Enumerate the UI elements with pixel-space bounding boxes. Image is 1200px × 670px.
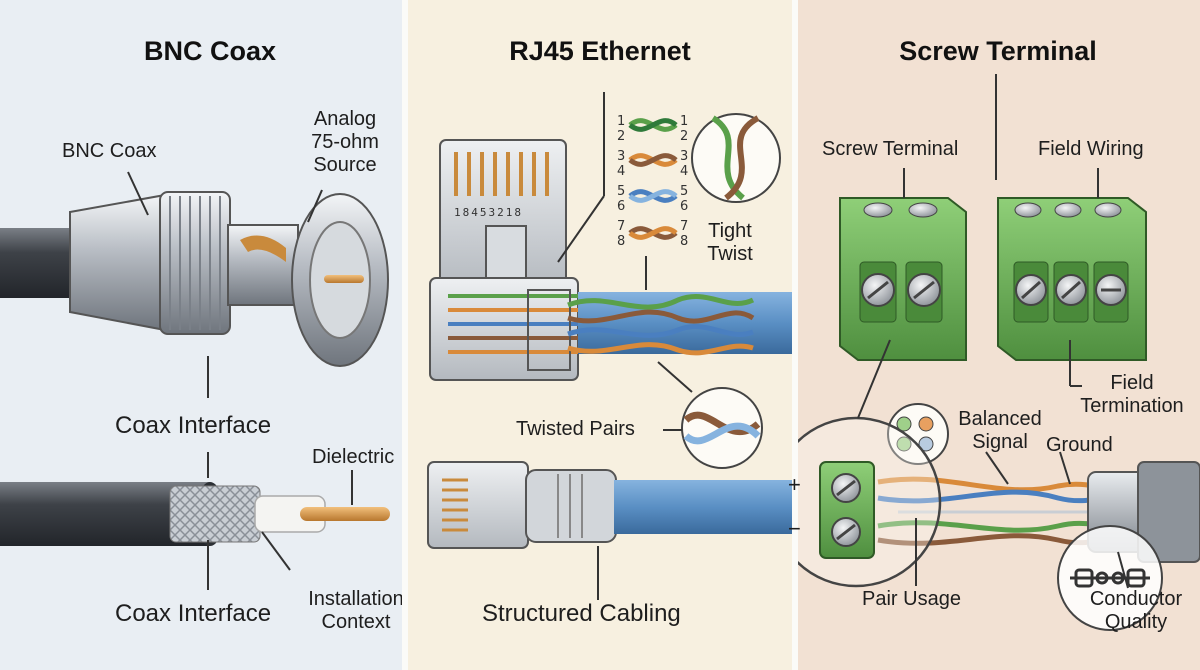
bnc-panel: BNC Coax BNC Coax Analog 75-ohm Source C… [0, 0, 404, 670]
pair-usage-label: Pair Usage [862, 588, 961, 610]
knurl-lines [169, 196, 221, 330]
polarity-orange-dot [918, 416, 934, 432]
pair-twist-legend [628, 118, 678, 240]
boot-ribs [557, 474, 583, 538]
analog-source-line-3: Source [313, 154, 377, 176]
pair-pins-left: 1 2 3 4 5 6 7 8 [617, 114, 625, 249]
installation-context-label: Installation Context [308, 588, 404, 634]
twisted-wire-bundle [567, 294, 755, 356]
minus-sign: − [788, 516, 801, 541]
center-conductor [300, 507, 390, 521]
pin-left-7: 7 [617, 219, 626, 234]
rj45-contacts [454, 152, 549, 196]
conductor-quality-label: Conductor Quality [1090, 588, 1182, 634]
twisted-pairs-detail [683, 411, 761, 445]
pin-left-5: 5 [617, 184, 626, 199]
pin-left-8: 8 [617, 234, 626, 249]
conductor-quality-line-1: Conductor [1089, 588, 1183, 610]
strain-relief-boot [69, 193, 166, 332]
pin-right-6: 6 [680, 199, 689, 214]
rj45-leader-lines [557, 92, 693, 600]
field-termination-line-2: Termination [1080, 395, 1184, 417]
polarity-minus-dot [896, 436, 912, 452]
polarity-plus-dot [896, 416, 912, 432]
coax-interface-bottom-label: Coax Interface [115, 600, 272, 627]
rj45-strain-clip [527, 289, 571, 371]
screw-terminal-label: Screw Terminal [822, 138, 959, 160]
pin-right-3: 3 [680, 149, 689, 164]
cable-housing [1137, 461, 1200, 563]
balanced-signal-line-2: Signal [972, 431, 1028, 453]
pin-right-2: 2 [680, 129, 689, 144]
pin-left-2: 2 [617, 129, 626, 144]
twisted-pairs-label: Twisted Pairs [516, 418, 635, 440]
conductor-quality-line-2: Quality [1104, 611, 1168, 633]
pin-left-3: 3 [617, 149, 626, 164]
ground-label: Ground [1046, 434, 1113, 456]
pair-pins-right: 1 2 3 4 5 6 7 8 [680, 114, 688, 249]
pin-left-6: 6 [617, 199, 626, 214]
installation-context-line-1: Installation [308, 588, 404, 610]
pin-right-7: 7 [680, 219, 689, 234]
dielectric-label: Dielectric [312, 446, 395, 468]
tight-twist-magnifier [691, 113, 781, 203]
plug-pin-numbers: 18453218 [454, 206, 523, 219]
analog-source-line-2: 75-ohm [311, 131, 379, 153]
lower-cable [614, 480, 792, 534]
rj45-plug-side [429, 277, 579, 381]
conductor-quality-icon [1070, 568, 1150, 588]
field-termination-label: Field Termination [1080, 372, 1183, 418]
bayonet-slot [240, 235, 286, 262]
screw-title: Screw Terminal [899, 36, 1097, 66]
braided-shield [169, 485, 261, 543]
field-wiring-label: Field Wiring [1038, 138, 1144, 160]
bnc-coax-label: BNC Coax [62, 140, 157, 162]
bnc-title: BNC Coax [143, 36, 277, 66]
bnc-leader-lines [127, 171, 353, 590]
rj45-internal-wires [448, 294, 578, 354]
two-pole-terminal-block [839, 197, 967, 361]
screw-terminal-panel: Screw Terminal Screw Terminal Field Wiri… [788, 0, 1200, 670]
three-pole-terminal-block [997, 197, 1147, 361]
screw-leader-lines [857, 74, 1129, 589]
rj45-panel: RJ45 Ethernet 18453218 1 2 3 4 5 6 7 8 1… [408, 0, 792, 670]
divider-1 [402, 0, 408, 670]
tight-twist-label: Tight Twist [707, 220, 753, 266]
divider-2 [792, 0, 798, 670]
field-termination-line-1: Field [1110, 372, 1154, 394]
balanced-signal-label: Balanced Signal [958, 408, 1041, 454]
pin-left-4: 4 [617, 164, 626, 179]
analog-source-line-1: Analog [313, 108, 377, 130]
installation-context-line-2: Context [321, 611, 391, 633]
pin-right-5: 5 [680, 184, 689, 199]
pin-left-1: 1 [617, 114, 626, 129]
balanced-signal-line-1: Balanced [958, 408, 1042, 430]
lower-plug-contacts [442, 478, 468, 532]
pin-right-1: 1 [680, 114, 689, 129]
bnc-illustration [0, 171, 390, 590]
polarity-blue-dot [918, 436, 934, 452]
rj45-illustration [427, 92, 792, 600]
tight-twist-detail [711, 115, 760, 201]
screw-terminal-illustration [798, 74, 1200, 631]
coax-interface-top-label: Coax Interface [115, 412, 272, 439]
pin-right-8: 8 [680, 234, 689, 249]
analog-source-label: Analog 75-ohm Source [311, 108, 379, 177]
structured-cabling-label: Structured Cabling [482, 600, 681, 627]
tight-twist-line-2: Twist [707, 243, 753, 265]
rj45-title: RJ45 Ethernet [509, 36, 691, 66]
pin-right-4: 4 [680, 164, 689, 179]
center-pin [324, 275, 364, 283]
lower-rj45-plug [427, 461, 529, 549]
tight-twist-line-1: Tight [708, 220, 752, 242]
plus-sign: + [788, 472, 801, 497]
